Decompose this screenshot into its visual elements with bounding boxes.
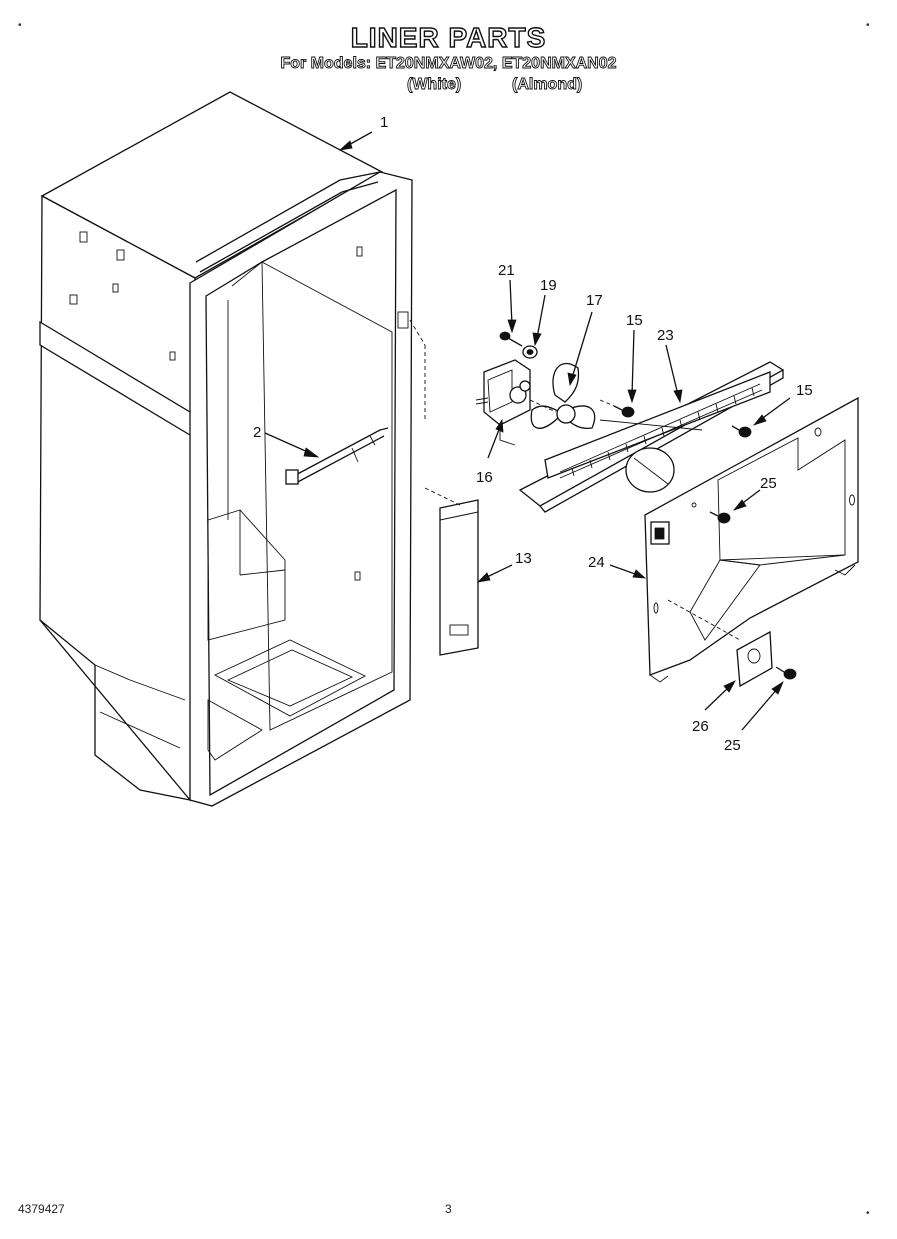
corner-mark-top-left: • [18, 20, 22, 31]
fan-motor-part-16 [475, 359, 531, 446]
variant-almond-label: (Almond) [512, 76, 583, 94]
corner-mark-top-right: • [866, 20, 870, 31]
page-number: 3 [445, 1202, 452, 1216]
evaporator-cover-part-24 [644, 396, 859, 683]
callout-15-upper: 15 [626, 312, 643, 329]
callout-21: 21 [498, 262, 515, 279]
callout-26: 26 [692, 718, 709, 735]
variant-white-label: (White) [407, 76, 462, 94]
screw-part-15-upper [599, 399, 635, 418]
spacer-part-19 [522, 345, 538, 359]
callout-15-right: 15 [796, 382, 813, 399]
screw-part-25-lower [775, 666, 797, 680]
callout-17: 17 [586, 292, 603, 309]
fan-blade-part-17 [529, 362, 596, 430]
liner-part-1 [39, 91, 426, 807]
fan-shroud-part-23 [518, 361, 785, 513]
callout-25-upper: 25 [760, 475, 777, 492]
corner-mark-bottom-right: • [866, 1208, 870, 1219]
callout-25-lower: 25 [724, 737, 741, 754]
screw-part-25-upper [691, 502, 731, 524]
callout-arrows [264, 131, 791, 731]
callout-2: 2 [253, 424, 261, 441]
callout-24: 24 [588, 554, 605, 571]
document-number: 4379427 [18, 1202, 65, 1216]
callout-23: 23 [657, 327, 674, 344]
drain-tube-part-2 [285, 427, 389, 485]
callout-13: 13 [515, 550, 532, 567]
callout-16: 16 [476, 469, 493, 486]
model-numbers: For Models: ET20NMXAW02, ET20NMXAN02 [280, 55, 617, 73]
callout-1: 1 [380, 114, 388, 131]
screw-part-15-right [731, 425, 752, 438]
shroud-grille-slots [571, 387, 755, 477]
callout-19: 19 [540, 277, 557, 294]
page-title: LINER PARTS [350, 21, 547, 53]
cover-plate-part-26 [736, 630, 773, 688]
cover-panel-part-13 [424, 487, 479, 656]
screw-part-21 [499, 331, 523, 347]
